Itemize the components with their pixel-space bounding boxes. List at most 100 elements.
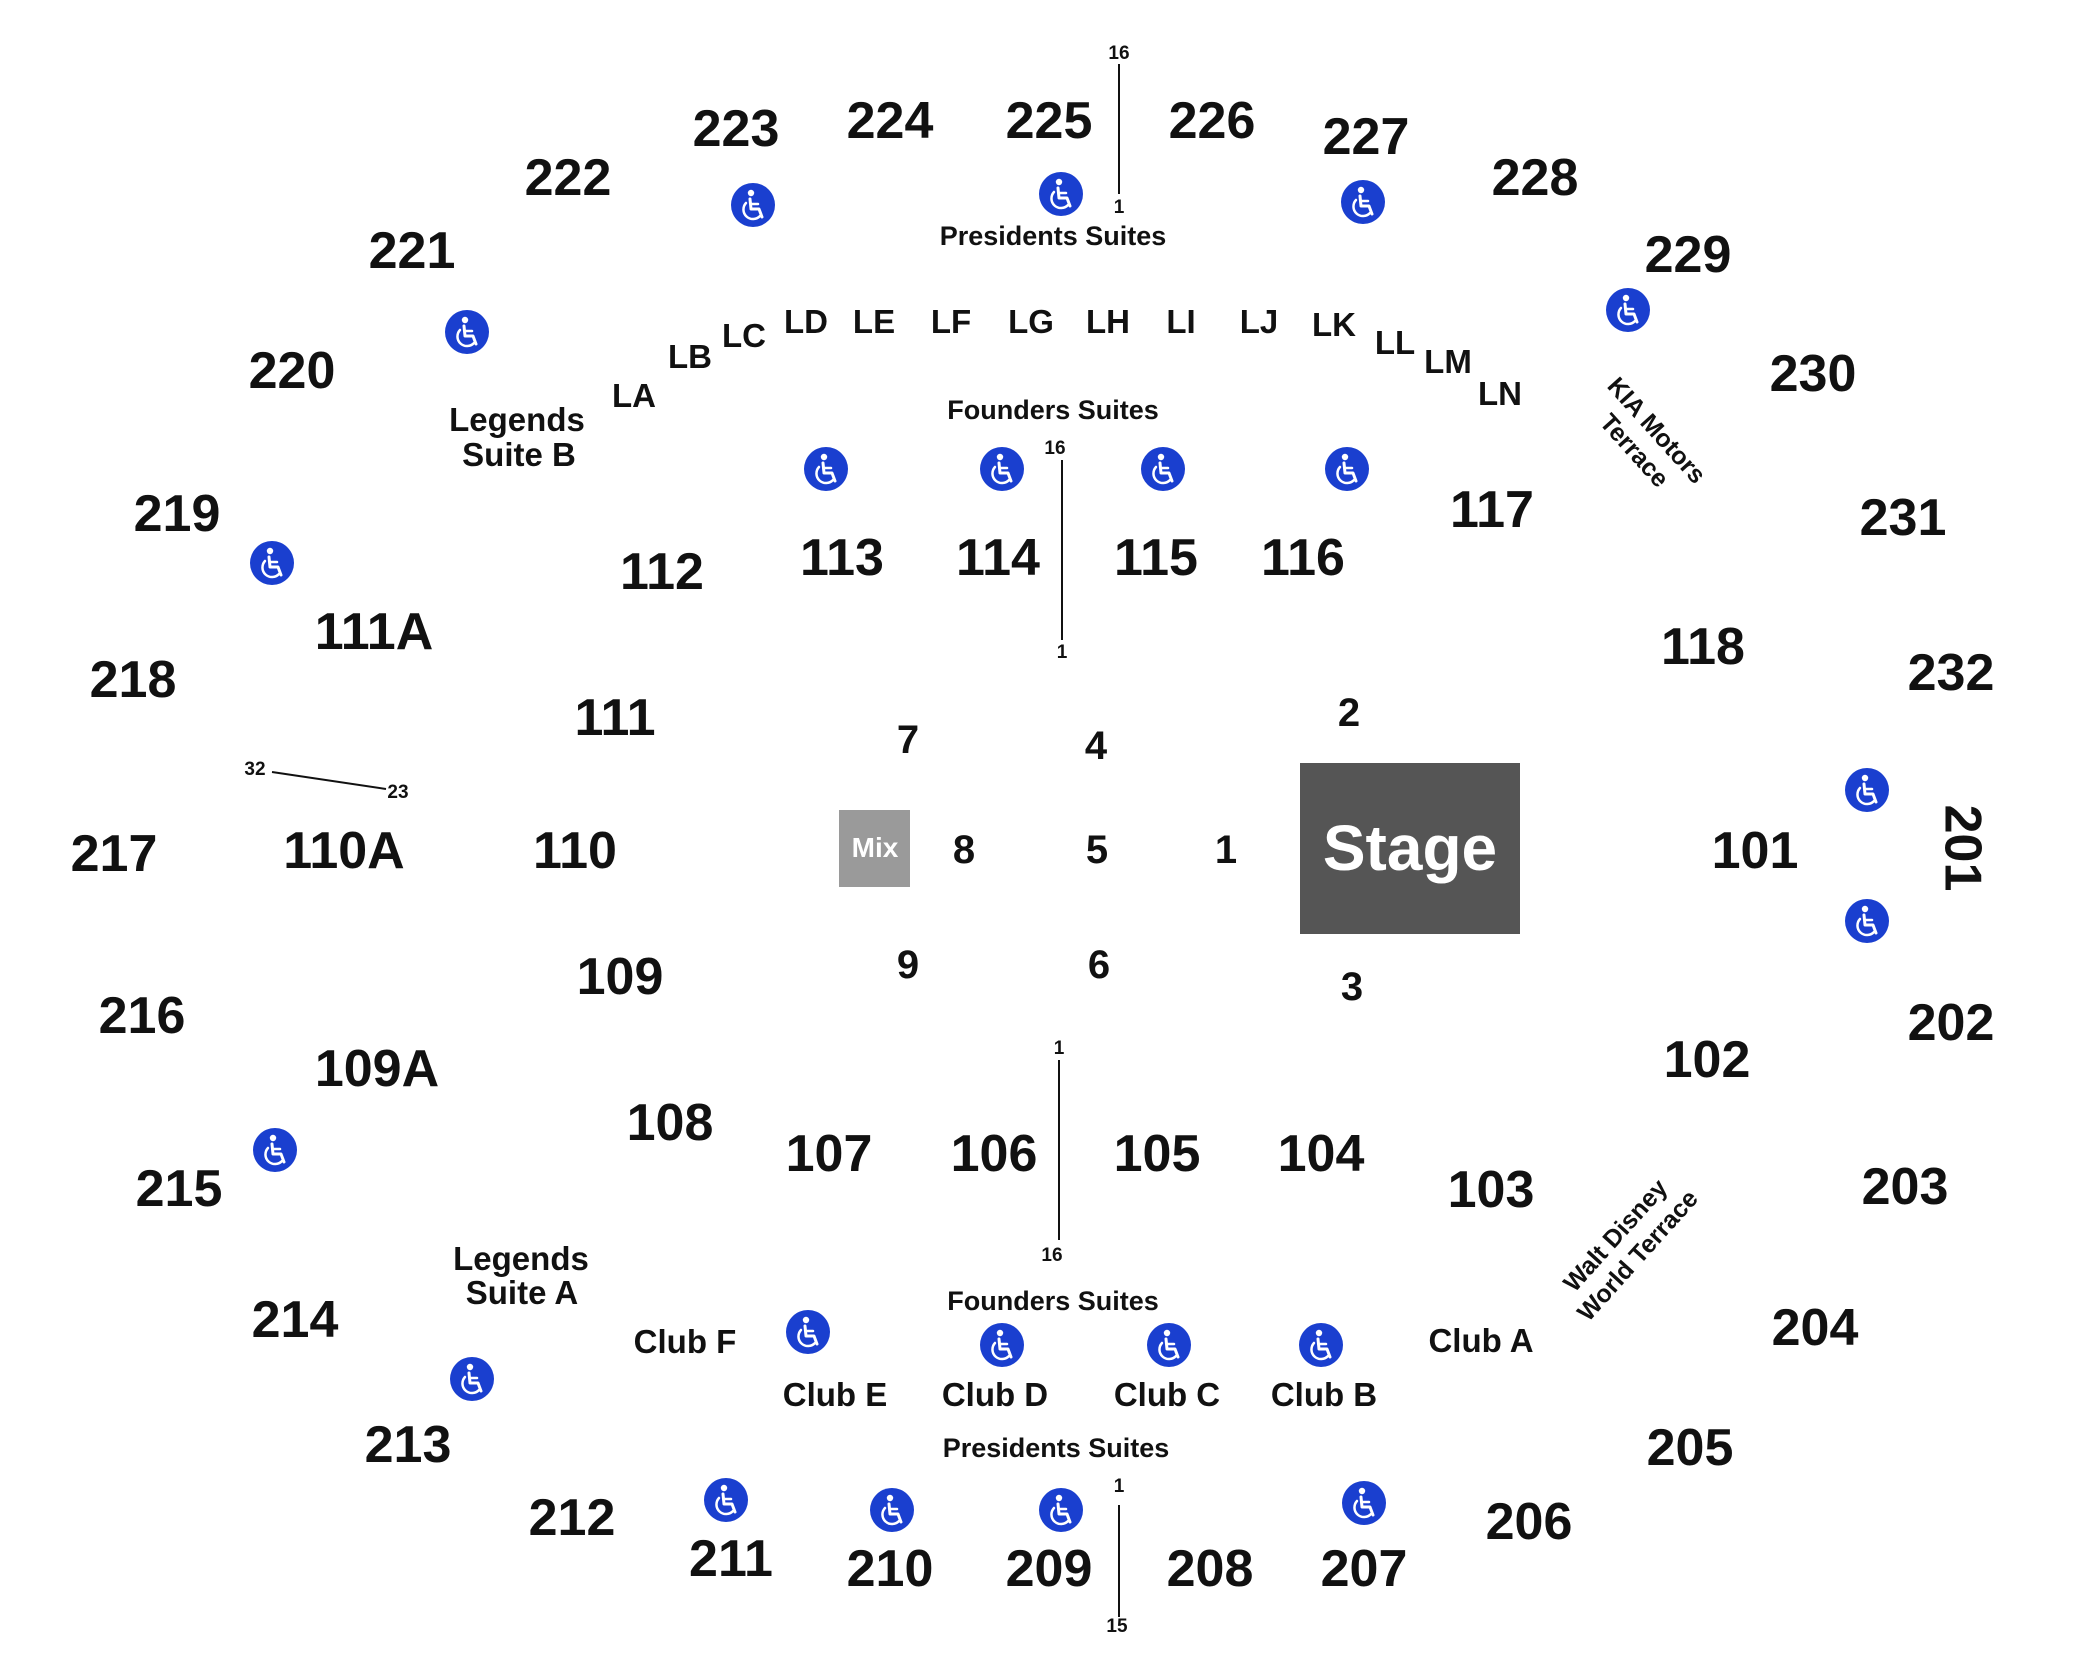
wheelchair-icon[interactable]: [1037, 1486, 1085, 1534]
section-220[interactable]: 220: [249, 342, 336, 400]
section-202[interactable]: 202: [1908, 994, 1995, 1052]
section-222[interactable]: 222: [525, 149, 612, 207]
section-226[interactable]: 226: [1169, 92, 1256, 150]
section-110a[interactable]: 110A: [283, 822, 404, 880]
floor-section-9[interactable]: 9: [897, 943, 919, 987]
section-216[interactable]: 216: [99, 987, 186, 1045]
section-232[interactable]: 232: [1908, 644, 1995, 702]
floor-section-2[interactable]: 2: [1338, 691, 1360, 735]
legends-suite-b-line2[interactable]: Suite B: [462, 436, 576, 473]
section-117[interactable]: 117: [1450, 481, 1534, 539]
section-213[interactable]: 213: [365, 1416, 452, 1474]
section-211[interactable]: 211: [689, 1530, 773, 1588]
loge-ln[interactable]: LN: [1478, 375, 1522, 412]
section-108[interactable]: 108: [627, 1094, 714, 1152]
wheelchair-icon[interactable]: [1340, 1479, 1388, 1527]
club-b[interactable]: Club B: [1271, 1376, 1377, 1413]
section-111a[interactable]: 111A: [315, 603, 434, 661]
section-205[interactable]: 205: [1647, 1419, 1734, 1477]
wheelchair-icon[interactable]: [802, 445, 850, 493]
floor-section-5[interactable]: 5: [1086, 828, 1108, 872]
wheelchair-icon[interactable]: [1843, 897, 1891, 945]
loge-lh[interactable]: LH: [1086, 303, 1130, 340]
wheelchair-icon[interactable]: [248, 539, 296, 587]
loge-ll[interactable]: LL: [1375, 324, 1415, 361]
founders-suites-top[interactable]: Founders Suites: [947, 395, 1159, 425]
wheelchair-icon[interactable]: [1323, 445, 1371, 493]
legends-suite-a-line1[interactable]: Legends: [453, 1240, 589, 1277]
club-d[interactable]: Club D: [942, 1376, 1048, 1413]
presidents-suites-bottom[interactable]: Presidents Suites: [943, 1433, 1170, 1463]
wheelchair-icon[interactable]: [729, 181, 777, 229]
wheelchair-icon[interactable]: [1037, 170, 1085, 218]
wheelchair-icon[interactable]: [1297, 1321, 1345, 1369]
section-230[interactable]: 230: [1770, 345, 1857, 403]
founders-suites-bottom[interactable]: Founders Suites: [947, 1286, 1159, 1316]
stage[interactable]: [1300, 763, 1520, 934]
loge-ld[interactable]: LD: [784, 303, 828, 340]
section-109[interactable]: 109: [577, 948, 664, 1006]
wheelchair-icon[interactable]: [1139, 445, 1187, 493]
floor-section-8[interactable]: 8: [953, 828, 975, 872]
wheelchair-icon[interactable]: [448, 1355, 496, 1403]
section-223[interactable]: 223: [693, 100, 780, 158]
section-114[interactable]: 114: [956, 529, 1040, 587]
club-c[interactable]: Club C: [1114, 1376, 1220, 1413]
wheelchair-icon[interactable]: [978, 445, 1026, 493]
wheelchair-icon[interactable]: [868, 1486, 916, 1534]
club-e[interactable]: Club E: [783, 1376, 888, 1413]
floor-section-7[interactable]: 7: [897, 718, 919, 762]
section-229[interactable]: 229: [1645, 226, 1732, 284]
club-a[interactable]: Club A: [1428, 1322, 1533, 1359]
section-101[interactable]: 101: [1712, 822, 1799, 880]
section-219[interactable]: 219: [134, 485, 221, 543]
wheelchair-icon[interactable]: [1843, 766, 1891, 814]
loge-lc[interactable]: LC: [722, 317, 766, 354]
wheelchair-icon[interactable]: [978, 1321, 1026, 1369]
section-110[interactable]: 110: [533, 822, 617, 880]
section-118[interactable]: 118: [1661, 618, 1745, 676]
loge-lg[interactable]: LG: [1008, 303, 1054, 340]
section-109a[interactable]: 109A: [315, 1040, 439, 1098]
section-221[interactable]: 221: [369, 222, 456, 280]
wheelchair-icon[interactable]: [251, 1126, 299, 1174]
floor-section-6[interactable]: 6: [1088, 943, 1110, 987]
wheelchair-icon[interactable]: [443, 308, 491, 356]
loge-lb[interactable]: LB: [668, 338, 712, 375]
section-214[interactable]: 214: [252, 1291, 339, 1349]
wheelchair-icon[interactable]: [702, 1476, 750, 1524]
section-215[interactable]: 215: [136, 1160, 223, 1218]
legends-suite-b-line1[interactable]: Legends: [449, 401, 585, 438]
section-106[interactable]: 106: [951, 1125, 1038, 1183]
section-212[interactable]: 212: [529, 1489, 616, 1547]
section-228[interactable]: 228: [1492, 149, 1579, 207]
legends-suite-a-line2[interactable]: Suite A: [466, 1274, 578, 1311]
section-207[interactable]: 207: [1321, 1540, 1408, 1598]
section-112[interactable]: 112: [620, 543, 704, 601]
presidents-suites-top[interactable]: Presidents Suites: [940, 221, 1167, 251]
floor-section-4[interactable]: 4: [1085, 724, 1108, 768]
section-231[interactable]: 231: [1860, 489, 1947, 547]
section-209[interactable]: 209: [1006, 1540, 1093, 1598]
wheelchair-icon[interactable]: [784, 1308, 832, 1356]
section-111[interactable]: 111: [574, 689, 655, 747]
floor-section-3[interactable]: 3: [1341, 965, 1363, 1009]
club-f[interactable]: Club F: [634, 1323, 737, 1360]
section-107[interactable]: 107: [786, 1125, 873, 1183]
section-115[interactable]: 115: [1114, 529, 1198, 587]
loge-li[interactable]: LI: [1166, 303, 1195, 340]
section-225[interactable]: 225: [1006, 92, 1093, 150]
loge-le[interactable]: LE: [853, 303, 895, 340]
wheelchair-icon[interactable]: [1339, 178, 1387, 226]
wheelchair-icon[interactable]: [1145, 1321, 1193, 1369]
loge-lm[interactable]: LM: [1424, 343, 1472, 380]
wheelchair-icon[interactable]: [1604, 286, 1652, 334]
section-102[interactable]: 102: [1664, 1031, 1751, 1089]
section-113[interactable]: 113: [800, 529, 884, 587]
section-217[interactable]: 217: [71, 825, 158, 883]
section-204[interactable]: 204: [1772, 1299, 1859, 1357]
section-103[interactable]: 103: [1448, 1161, 1535, 1219]
walt-disney-world-terrace[interactable]: Walt Disney World Terrace: [1550, 1165, 1704, 1327]
floor-section-1[interactable]: 1: [1215, 828, 1237, 872]
section-116[interactable]: 116: [1261, 529, 1345, 587]
